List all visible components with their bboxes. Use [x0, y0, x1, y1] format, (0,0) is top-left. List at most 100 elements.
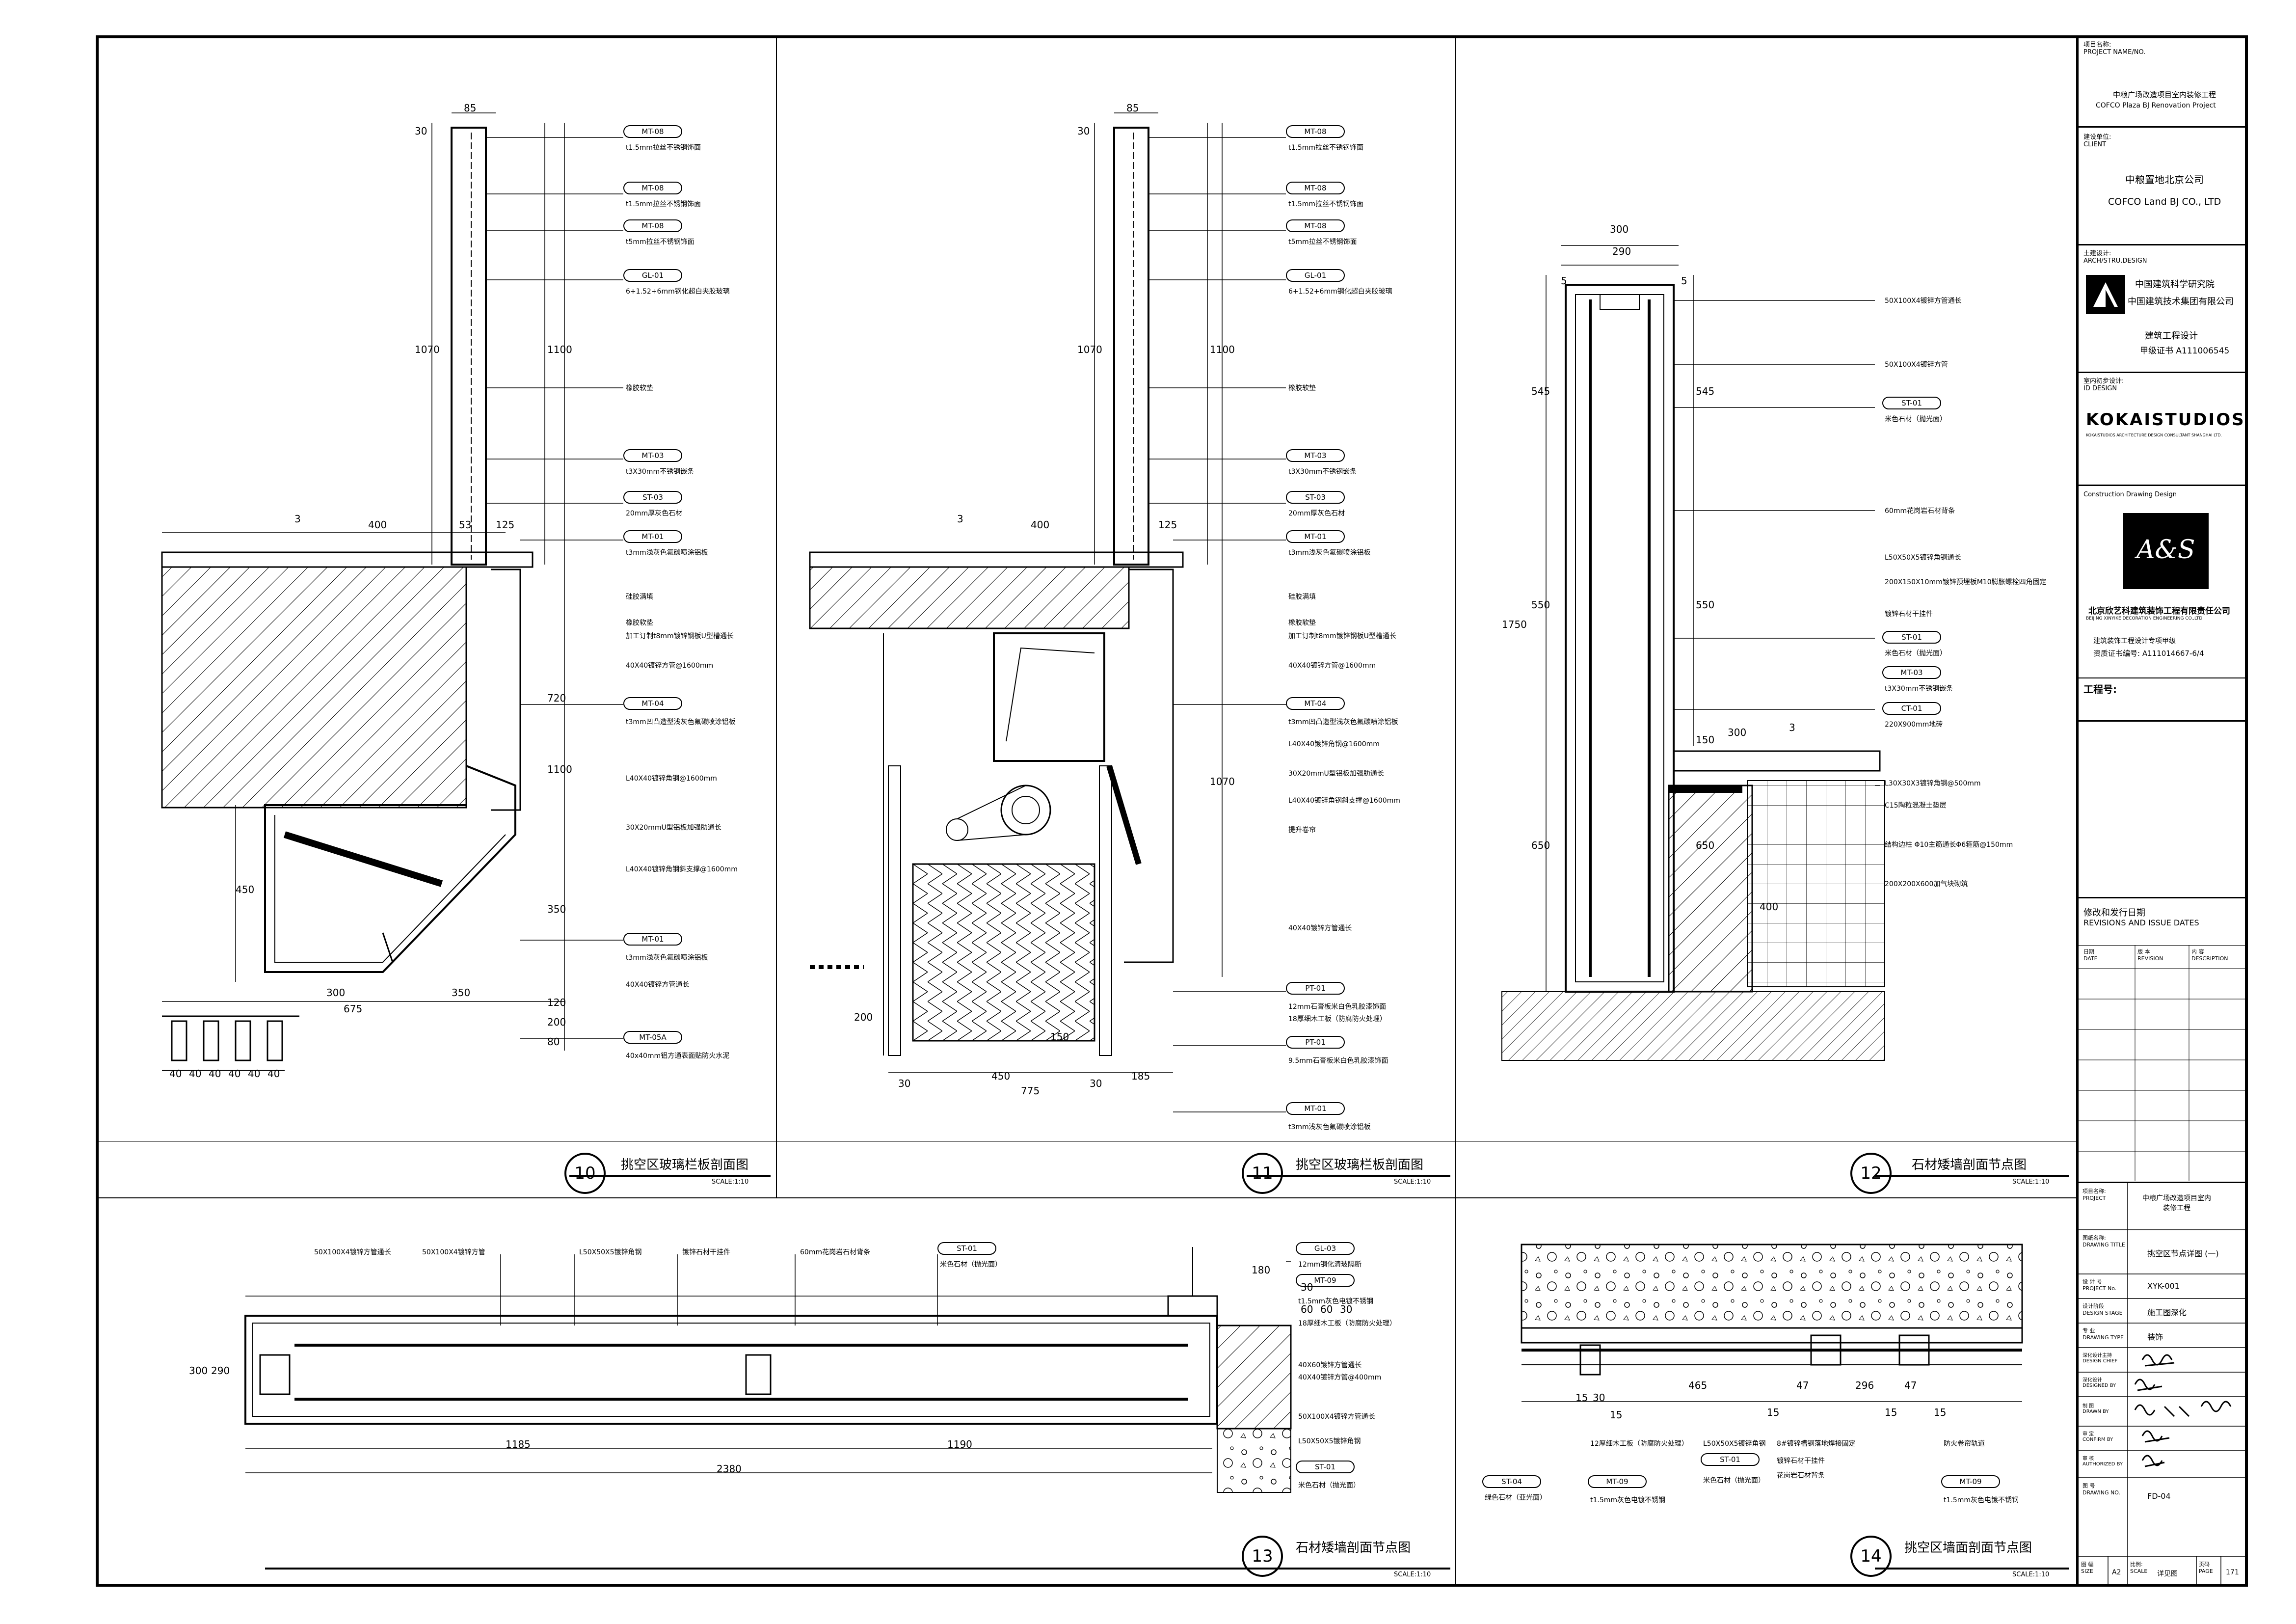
- dim: 300: [326, 987, 346, 999]
- note: 40X40镀锌方管通长: [626, 981, 690, 989]
- note: L40X40镀锌角钢斜支撑@1600mm: [626, 866, 738, 873]
- dim: 400: [1760, 901, 1779, 913]
- company-cn: 北京欣艺科建筑装饰工程有限责任公司: [2088, 606, 2230, 616]
- page-label: 页码 PAGE: [2199, 1561, 2213, 1574]
- tb-blank-section: [2079, 722, 2248, 898]
- dim: 1185: [506, 1438, 531, 1450]
- dim: 47: [1904, 1380, 1917, 1391]
- dim: 465: [1688, 1380, 1708, 1391]
- dim: 30: [415, 125, 427, 137]
- note: 硅胶满填: [626, 593, 653, 601]
- dim: 775: [1021, 1085, 1040, 1097]
- dim: 40: [248, 1068, 261, 1080]
- arch-cert2: 甲级证书 A111006545: [2140, 346, 2230, 356]
- note: 镀锌石材干挂件: [682, 1248, 730, 1256]
- tag-mt08: MT-08: [1286, 219, 1345, 232]
- note: 米色石材（抛光面）: [1885, 650, 1947, 657]
- rev-table-grid: [2079, 945, 2248, 1181]
- license2: 资质证书编号: A111014667-6/4: [2093, 649, 2204, 658]
- dim: 150: [1696, 734, 1715, 746]
- dim: 300: [1610, 223, 1629, 235]
- dim: 15: [1575, 1392, 1588, 1404]
- dim: 47: [1796, 1380, 1809, 1391]
- note: L40X40镀锌角钢斜支撑@1600mm: [1288, 797, 1400, 805]
- dim: 675: [344, 1003, 363, 1015]
- project-label: 项目名称: PROJECT NAME/NO.: [2083, 41, 2146, 56]
- tag-ct01: CT-01: [1882, 702, 1941, 715]
- dim: 400: [1031, 519, 1050, 531]
- tag-mt05a: MT-05A: [623, 1031, 682, 1044]
- dim: 30: [898, 1078, 911, 1089]
- note: 50X100X4镀锌方管: [422, 1248, 485, 1256]
- note: 米色石材（抛光面）: [1703, 1477, 1765, 1485]
- dim: 125: [496, 519, 515, 531]
- row-title-value: 挑空区节点详图 (一): [2147, 1249, 2219, 1258]
- note: 8#镀锌槽钢落地焊接固定: [1777, 1440, 1856, 1448]
- client-cn: 中粮置地北京公司: [2125, 174, 2204, 186]
- tb-arch-section: 土建设计: ARCH/STRU.DESIGN 中国建筑科学研究院 中国建筑技术集…: [2079, 245, 2248, 373]
- scale-label: 比例: SCALE: [2130, 1561, 2148, 1574]
- note: t5mm拉丝不锈钢饰面: [1288, 238, 1357, 246]
- detail-14-drawing: [1521, 1244, 2023, 1402]
- note: 橡胶软垫: [1288, 619, 1316, 627]
- detail-scale: SCALE:1:10: [1394, 1571, 1431, 1578]
- dim: 30: [1077, 125, 1090, 137]
- detail-number: 10: [564, 1153, 606, 1194]
- dim: 150: [1050, 1031, 1069, 1043]
- note: L50X50X5镀锌角钢: [1298, 1437, 1361, 1445]
- title-block: 项目名称: PROJECT NAME/NO. 中粮广场改造项目室内装修工程 CO…: [2076, 35, 2248, 1587]
- cdd-label: Construction Drawing Design: [2083, 491, 2177, 498]
- note: 米色石材（抛光面）: [1298, 1482, 1360, 1489]
- dim: 30: [1090, 1078, 1102, 1089]
- client-label: 建设单位: CLIENT: [2083, 134, 2111, 148]
- note: 220X900mm地砖: [1885, 721, 1943, 729]
- note: t3mm浅灰色氟碳喷涂铝板: [626, 954, 708, 962]
- row-type-value: 装饰: [2147, 1332, 2163, 1342]
- arch-org1: 中国建筑科学研究院: [2135, 279, 2215, 290]
- tb-revisions-section: 修改和发行日期 REVISIONS AND ISSUE DATES 日期 DAT…: [2079, 898, 2248, 1183]
- note: t3X30mm不锈钢嵌条: [1885, 685, 1953, 693]
- note: 200X200X600加气块砌筑: [1885, 880, 1968, 888]
- tag-mt09: MT-09: [1941, 1475, 2000, 1488]
- note: L40X40镀锌角钢@1600mm: [1288, 740, 1380, 748]
- dim: 53: [459, 519, 472, 531]
- info-grid: [2079, 1183, 2248, 1587]
- title-underlines: [265, 1175, 2069, 1570]
- company-en: BEIJING XINYIKE DECORATION ENGINEERING C…: [2086, 616, 2203, 621]
- dim: 1070: [1210, 776, 1235, 787]
- note: 加工订制t8mm镀锌钢板U型槽通长: [626, 632, 734, 640]
- note: 18厚细木工板（防腐防火处理）: [1298, 1320, 1396, 1327]
- row-projno-value: XYK-001: [2147, 1281, 2180, 1291]
- note: 30X20mmU型铝板加强肋通长: [1288, 770, 1384, 778]
- arch-org2: 中国建筑技术集团有限公司: [2128, 297, 2234, 307]
- tag-gl03: GL-03: [1296, 1242, 1355, 1255]
- note: 20mm厚灰色石材: [1288, 510, 1345, 517]
- note: L50X50X5镀锌角钢通长: [1885, 554, 1961, 562]
- tag-st01: ST-01: [1882, 397, 1941, 409]
- kokai-logo-text: KOKAISTUDIOS: [2086, 410, 2245, 430]
- project-no-label: 工程号:: [2083, 683, 2117, 695]
- tag-st01: ST-01: [1296, 1461, 1355, 1473]
- rev-col-description: 内 容 DESCRIPTION: [2191, 948, 2228, 962]
- note: 6+1.52+6mm钢化超白夹胶玻璃: [626, 288, 730, 296]
- row-stage-label: 设计阶段 DESIGN STAGE: [2082, 1303, 2123, 1316]
- dim: 1190: [947, 1438, 972, 1450]
- dim: 545: [1531, 385, 1550, 397]
- dim: 15: [1885, 1407, 1897, 1418]
- dim: 1070: [415, 344, 440, 355]
- row-authorized-label: 审 核 AUTHORIZED BY: [2082, 1456, 2123, 1467]
- dim: 450: [991, 1070, 1011, 1082]
- dim: 125: [1158, 519, 1177, 531]
- note: t1.5mm灰色电镀不锈钢: [1298, 1298, 1374, 1305]
- row-confirm-label: 审 定 CONFIRM BY: [2082, 1432, 2113, 1442]
- detail-scale: SCALE:1:10: [2012, 1571, 2050, 1578]
- detail-scale: SCALE:1:10: [2012, 1178, 2050, 1186]
- divider: [2079, 677, 2248, 678]
- note: 40X40镀锌方管通长: [1288, 924, 1352, 932]
- tag-mt03: MT-03: [623, 449, 682, 462]
- note: 40X40镀锌方管@1600mm: [626, 662, 714, 670]
- tag-mt08: MT-08: [1286, 182, 1345, 194]
- note: 米色石材（抛光面）: [1885, 415, 1947, 423]
- detail-number: 11: [1242, 1153, 1283, 1194]
